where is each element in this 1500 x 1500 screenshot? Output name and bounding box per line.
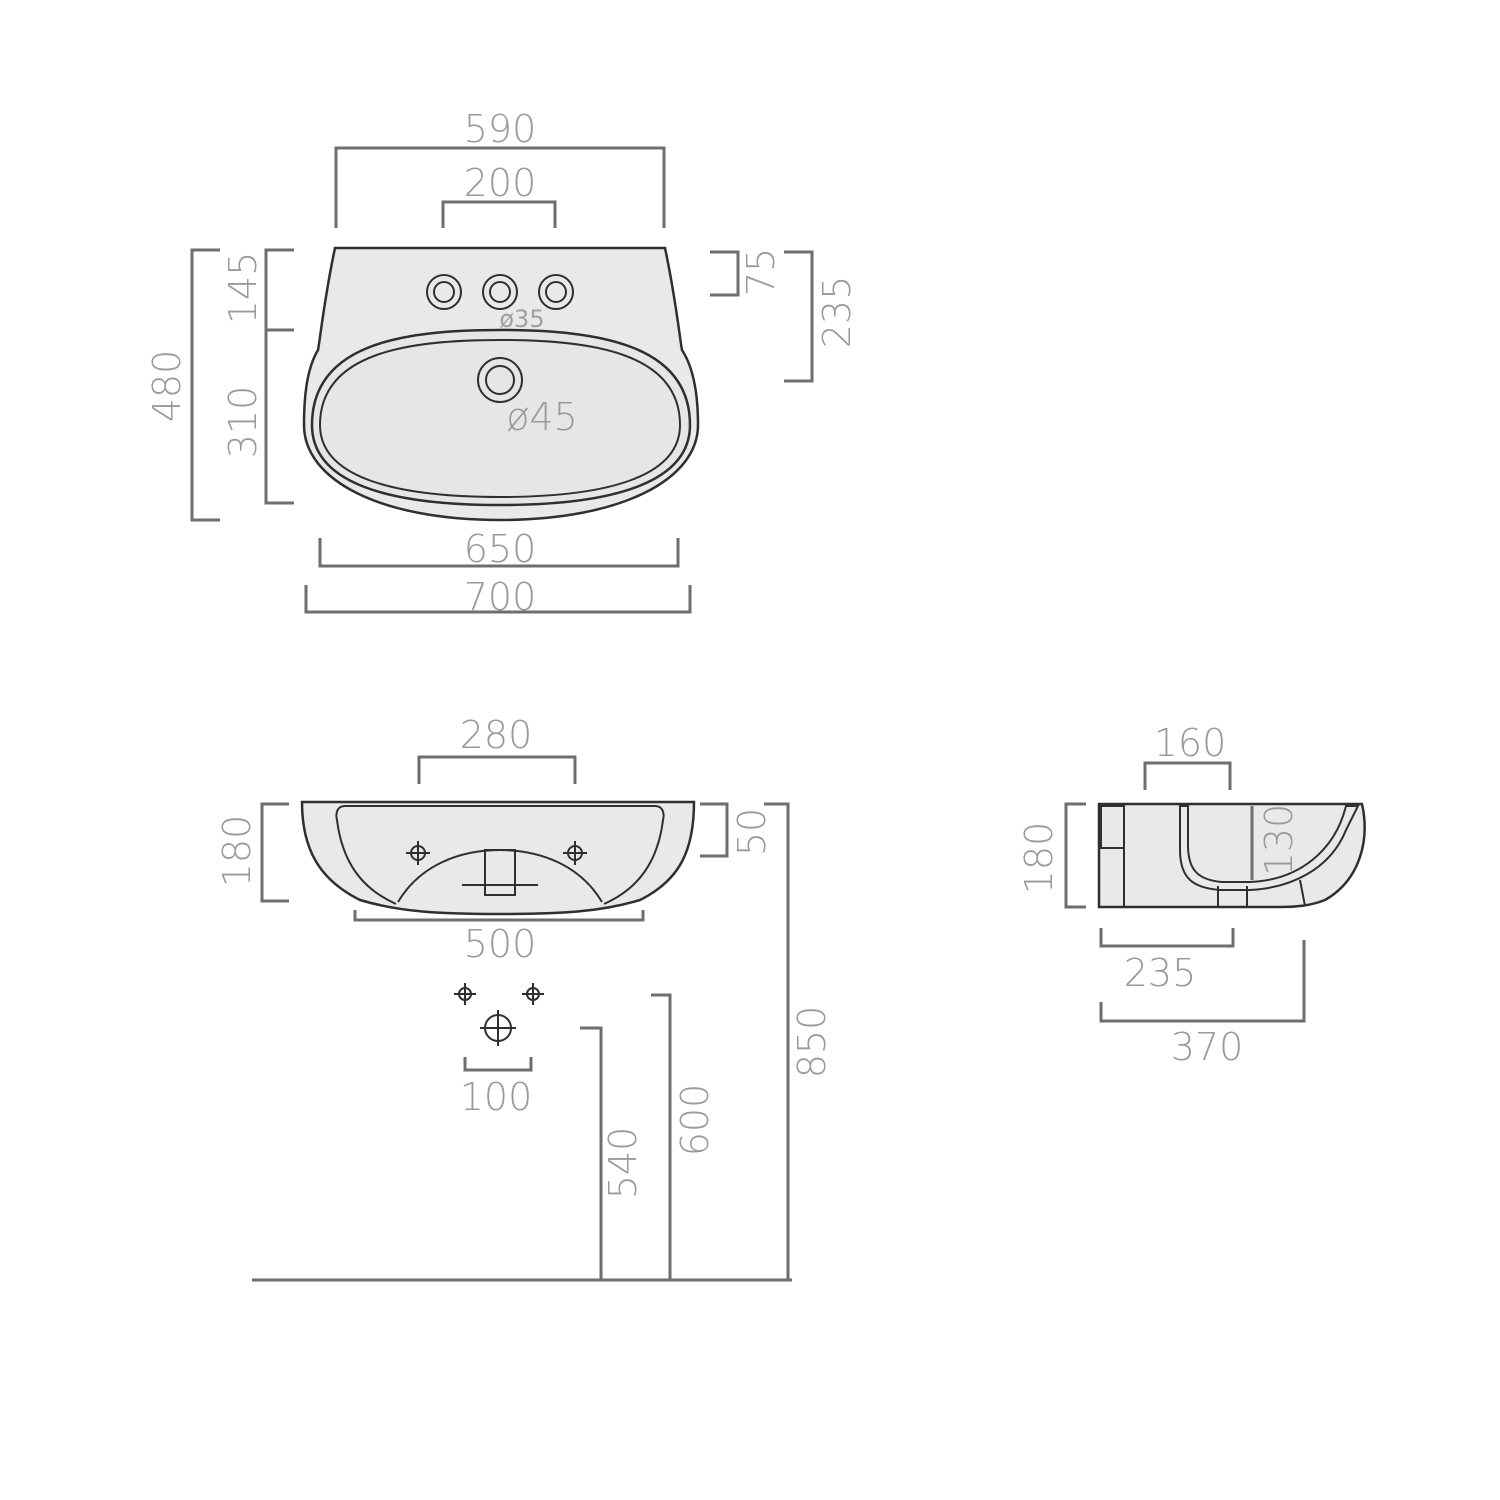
fixing-point-right-icon (563, 841, 587, 865)
dim-line-650 (318, 538, 680, 568)
label-145: 145 (221, 252, 265, 325)
tap-hole-left-icon (426, 274, 462, 310)
label-180-side: 180 (1017, 822, 1061, 895)
label-600: 600 (673, 1084, 717, 1157)
label-100: 100 (460, 1075, 533, 1119)
basin-side-waste (1217, 886, 1248, 906)
label-540: 540 (601, 1127, 645, 1200)
label-235: 235 (815, 276, 859, 349)
dim-line-235-side (1099, 928, 1235, 948)
dim-line-160 (1143, 761, 1232, 790)
waste-point-icon (480, 1010, 516, 1046)
fixing-point-left-icon (406, 841, 430, 865)
basin-front-outline (300, 800, 696, 916)
basin-side-outline (1097, 802, 1366, 909)
dim-line-370 (1099, 940, 1306, 1023)
label-850: 850 (790, 1006, 834, 1079)
supply-left-icon (454, 983, 476, 1005)
dim-line-235 (784, 250, 814, 383)
label-480: 480 (145, 350, 189, 423)
dim-line-75 (710, 250, 740, 297)
dim-line-480 (190, 248, 220, 522)
dim-line-50 (700, 802, 729, 858)
label-75: 75 (739, 248, 783, 296)
dim-line-700 (304, 585, 692, 614)
dim-line-590 (334, 146, 666, 228)
dim-line-850 (764, 802, 790, 1280)
dim-line-600 (651, 993, 672, 1280)
label-50: 50 (730, 808, 774, 856)
label-310: 310 (221, 386, 265, 459)
label-280: 280 (460, 713, 533, 757)
label-130: 130 (1257, 804, 1301, 877)
top-view: 590 200 480 145 310 75 235 ø35 ø45 650 7… (145, 107, 859, 619)
label-180-front: 180 (215, 815, 259, 888)
front-view: 280 180 50 500 100 540 600 850 (215, 713, 834, 1282)
side-view: 160 180 130 235 370 (1017, 721, 1366, 1069)
basin-front-inner (335, 805, 665, 905)
label-590: 590 (464, 107, 537, 151)
dim-line-310 (264, 330, 294, 505)
waste-outlet (484, 849, 516, 896)
label-tap-diameter: ø35 (499, 305, 544, 333)
label-waste-diameter: ø45 (506, 395, 578, 439)
dim-line-500 (353, 910, 645, 922)
label-200: 200 (464, 161, 537, 205)
basin-side-inner-line (1299, 879, 1306, 907)
dim-line-100 (463, 1057, 533, 1072)
waste-hole-icon (477, 357, 523, 403)
basin-top-bowl (310, 328, 692, 507)
dim-line-145 (264, 248, 294, 332)
label-370: 370 (1171, 1025, 1244, 1069)
basin-side-bowl (1179, 805, 1360, 891)
supply-right-icon (522, 983, 544, 1005)
tap-hole-center-icon (482, 274, 518, 310)
label-700: 700 (464, 575, 537, 619)
tap-hole-right-icon (538, 274, 574, 310)
dim-line-180-front (260, 802, 289, 903)
dim-line-540 (580, 1026, 603, 1280)
dim-line-280 (417, 755, 577, 784)
bowl-inner-rim (318, 338, 682, 499)
label-650: 650 (464, 527, 537, 571)
dim-line-200 (441, 200, 557, 228)
label-160: 160 (1154, 721, 1227, 765)
dim-line-180-side (1064, 802, 1086, 909)
label-500: 500 (464, 922, 537, 966)
label-235-side: 235 (1124, 951, 1197, 995)
